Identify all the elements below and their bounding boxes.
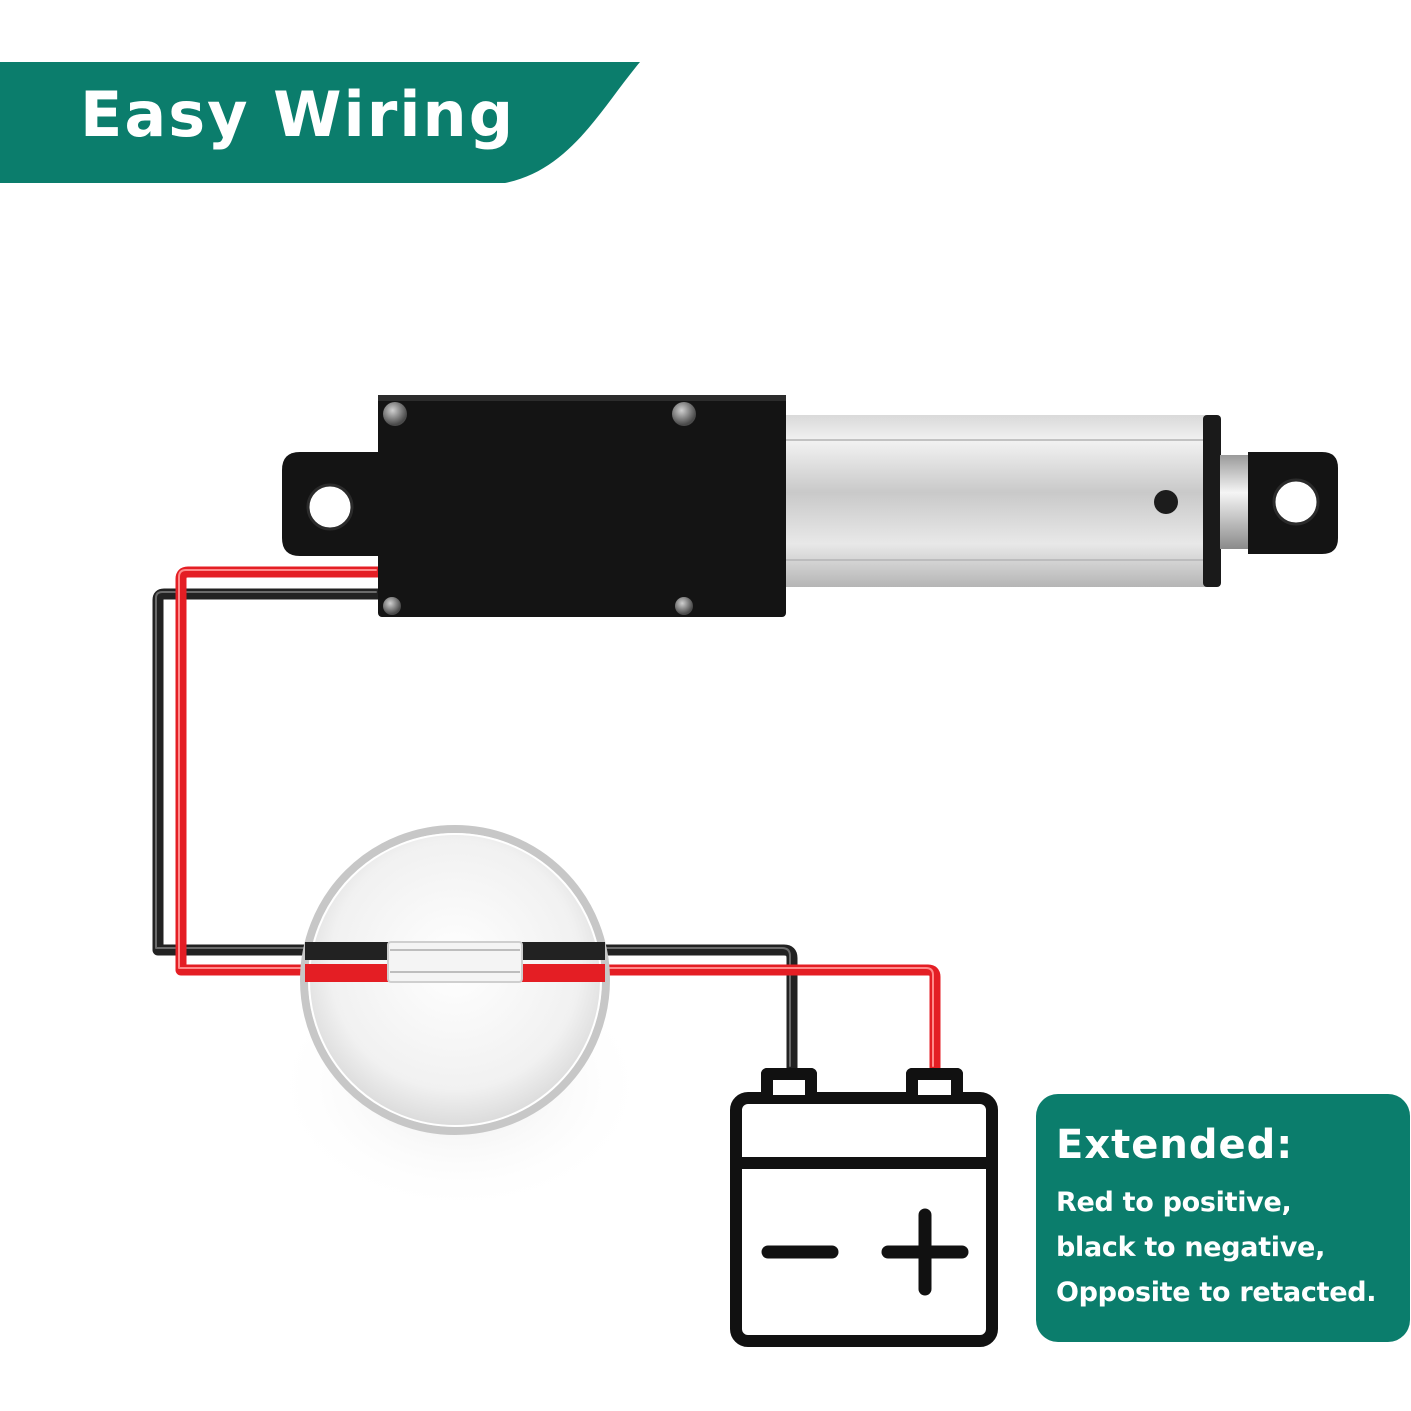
battery-icon (730, 1068, 998, 1347)
extended-note: Extended: Red to positive, black to nega… (1036, 1094, 1410, 1342)
actuator-tube (786, 415, 1210, 587)
screw-icon (672, 402, 696, 426)
screw-icon (675, 597, 693, 615)
note-line: black to negative, (1056, 1232, 1326, 1263)
screw-icon (383, 402, 407, 426)
rear-mount-hole (306, 483, 354, 531)
positive-wire (175, 566, 941, 1074)
page-title: Easy Wiring (80, 78, 516, 151)
gearbox-housing (378, 395, 786, 617)
note-title: Extended: (1056, 1122, 1294, 1168)
extension-rod (1220, 455, 1250, 549)
linear-actuator (282, 395, 1338, 617)
battery-plus-sign (881, 1208, 969, 1296)
splice-magnifier (300, 825, 610, 1135)
tube-hole (1154, 490, 1178, 514)
front-mount-hole (1272, 478, 1320, 526)
tube-end-cap (1203, 415, 1221, 587)
banner-background (0, 62, 640, 183)
negative-wire (152, 588, 798, 1074)
screw-icon (383, 597, 401, 615)
note-line: Opposite to retacted. (1056, 1277, 1377, 1308)
note-line: Red to positive, (1056, 1187, 1292, 1218)
